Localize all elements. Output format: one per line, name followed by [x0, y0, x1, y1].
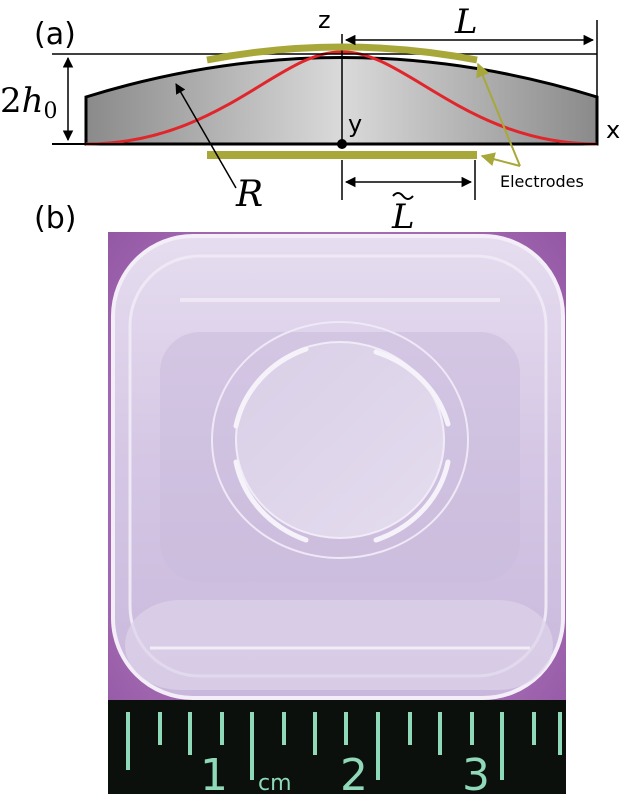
origin-dot [337, 139, 347, 149]
radius-arrow [175, 83, 237, 189]
electrode-slots [233, 346, 451, 543]
electrode-length-label: L [391, 197, 415, 237]
slot-top-left [233, 346, 309, 429]
y-axis-label: y [348, 110, 362, 138]
electrodes-pointer-bottom [480, 152, 521, 167]
height-label: 2h0 [0, 81, 58, 124]
z-axis-label: z [318, 6, 331, 34]
panel-b: (b) [34, 201, 566, 794]
panel-a: (a) 2h0 L R L z [0, 2, 620, 237]
slot-bottom-left [233, 459, 309, 543]
ruler [108, 700, 566, 794]
slot-top-right [373, 349, 451, 427]
ruler-number-1: 1 [200, 750, 228, 794]
droplet-disc [235, 341, 445, 539]
top-electrode [206, 43, 478, 64]
panel-b-label: (b) [34, 201, 76, 236]
ruler-number-3: 3 [462, 750, 490, 794]
electrodes-pointer-top [476, 62, 521, 167]
slot-bottom-right [373, 459, 451, 543]
ruler-unit: cm [258, 771, 292, 794]
x-axis-label: x [606, 116, 620, 144]
tilde-mark [392, 192, 414, 200]
ruler-ticks [126, 712, 562, 780]
panel-a-label: (a) [34, 17, 76, 52]
radius-label: R [235, 174, 263, 215]
length-label: L [454, 2, 478, 42]
dish-base [125, 600, 553, 690]
electrodes-label: Electrodes [500, 172, 584, 191]
droplet-outer-ring [211, 321, 469, 559]
ruler-number-2: 2 [340, 750, 368, 794]
